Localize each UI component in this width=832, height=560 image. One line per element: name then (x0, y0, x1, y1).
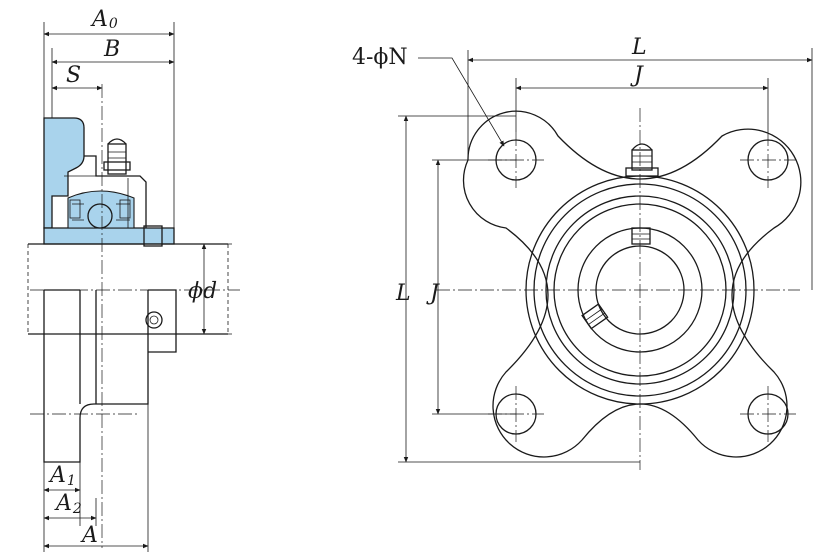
grease-nipple-side (103, 138, 131, 175)
dim-label-j-top: J (630, 63, 644, 88)
set-screw-front-angled (581, 303, 609, 330)
dim-label-l-top: L (631, 35, 647, 60)
dim-label-l-side: L (395, 281, 411, 306)
dim-label-a: A (80, 523, 98, 548)
side-section-view: A0 B S ϕd A1 A2 A (27, 7, 240, 552)
set-screw-front-top (631, 227, 651, 245)
housing-outline (84, 155, 147, 228)
front-view: 4-ϕN L J L J (352, 35, 813, 470)
housing-section-upper (43, 117, 85, 229)
grease-nipple-front (625, 143, 659, 177)
dim-label-a1: A1 (48, 463, 76, 489)
set-screw-side (143, 225, 163, 247)
dim-label-a2: A2 (54, 491, 82, 517)
label-bolt-holes: 4-ϕN (352, 45, 408, 70)
set-screw-hole (145, 311, 163, 329)
dim-label-a0: A0 (90, 7, 118, 32)
flange-outline (462, 110, 802, 458)
ball (87, 203, 113, 229)
dim-label-b: B (103, 37, 120, 62)
dim-label-phi-d: ϕd (188, 279, 217, 304)
housing-section-base (43, 227, 175, 245)
dim-label-s: S (66, 63, 81, 88)
dim-label-j-side: J (426, 281, 440, 306)
bearing-section (67, 190, 135, 229)
